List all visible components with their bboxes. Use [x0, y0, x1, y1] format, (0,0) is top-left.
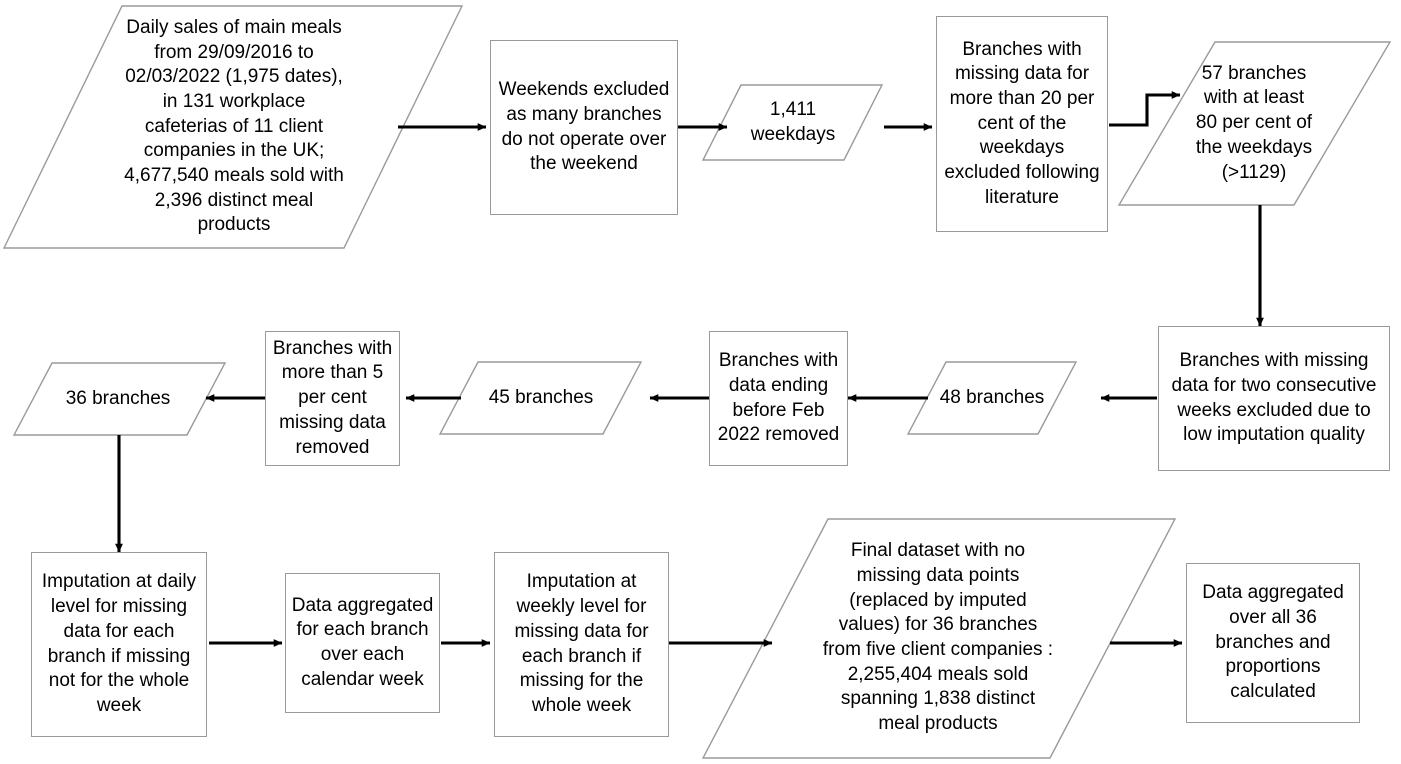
node-raw-data[interactable]: Daily sales of main meals from 29/09/201…	[120, 6, 348, 248]
shape-branches-57	[1117, 41, 1392, 206]
node-exclude-weekends-label: Weekends excluded as many branches do no…	[498, 79, 670, 175]
shape-branches-48	[906, 361, 1078, 435]
node-remove-ending-before-feb-2022[interactable]: Branches with data ending before Feb 202…	[709, 331, 848, 466]
node-branches-48-label: 48 branches	[939, 386, 1045, 408]
node-imputation-daily[interactable]: Imputation at daily level for missing da…	[31, 552, 207, 737]
node-final-dataset-label: Final dataset with no missing data point…	[822, 540, 1054, 735]
node-final-dataset[interactable]: Final dataset with no missing data point…	[818, 522, 1058, 754]
node-remove-ending-before-feb-2022-label: Branches with data ending before Feb 202…	[717, 350, 840, 446]
node-imputation-weekly-label: Imputation at weekly level for missing d…	[514, 571, 649, 716]
node-imputation-weekly[interactable]: Imputation at weekly level for missing d…	[494, 552, 669, 737]
node-branches-36[interactable]: 36 branches	[38, 363, 198, 435]
node-exclude-missing-20pc[interactable]: Branches with missing data for more than…	[936, 16, 1108, 232]
node-weekdays-count[interactable]: 1,411 weekdays	[735, 85, 851, 160]
shape-branches-45	[438, 361, 643, 435]
node-aggregate-weekly-label: Data aggregated for each branch over eac…	[291, 594, 434, 690]
node-exclude-missing-20pc-label: Branches with missing data for more than…	[944, 38, 1100, 208]
node-aggregate-all-label: Data aggregated over all 36 branches and…	[1202, 582, 1344, 703]
node-raw-data-label: Daily sales of main meals from 29/09/201…	[124, 16, 344, 236]
node-remove-more-than-5pc[interactable]: Branches with more than 5 per cent missi…	[265, 331, 400, 466]
shape-final-dataset	[701, 518, 1177, 759]
shape-raw-data	[2, 5, 464, 249]
node-imputation-daily-label: Imputation at daily level for missing da…	[41, 571, 197, 716]
node-exclude-weekends[interactable]: Weekends excluded as many branches do no…	[490, 40, 678, 215]
node-branches-57[interactable]: 57 branches with at least 80 per cent of…	[1190, 42, 1318, 205]
node-branches-48[interactable]: 48 branches	[930, 362, 1054, 434]
node-branches-45-label: 45 branches	[488, 386, 594, 408]
node-aggregate-weekly[interactable]: Data aggregated for each branch over eac…	[285, 573, 440, 713]
node-exclude-two-consecutive-weeks-label: Branches with missing data for two conse…	[1171, 350, 1377, 446]
shape-branches-36	[12, 362, 227, 436]
node-branches-36-label: 36 branches	[65, 387, 171, 409]
node-branches-57-label: 57 branches with at least 80 per cent of…	[1195, 62, 1313, 183]
node-exclude-two-consecutive-weeks[interactable]: Branches with missing data for two conse…	[1158, 326, 1390, 471]
node-weekdays-count-label: 1,411 weekdays	[750, 98, 836, 145]
shape-weekdays-count	[701, 84, 884, 161]
node-aggregate-all[interactable]: Data aggregated over all 36 branches and…	[1186, 563, 1360, 723]
node-remove-more-than-5pc-label: Branches with more than 5 per cent missi…	[272, 337, 393, 458]
arrow-exclude-missing-20pc-to-branches-57	[1109, 91, 1181, 127]
node-branches-45[interactable]: 45 branches	[463, 362, 619, 434]
